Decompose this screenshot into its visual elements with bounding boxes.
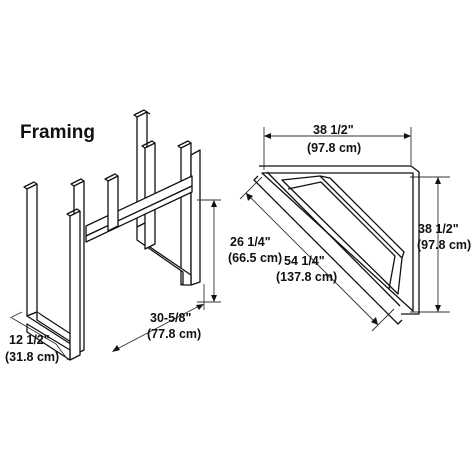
rear-right-stud: [177, 140, 192, 286]
corner-side-metric-label: (97.8 cm): [417, 238, 471, 252]
framing-dimension-lines: [9, 199, 221, 361]
diagram-title: Framing: [20, 122, 95, 143]
left-side-frame: [23, 178, 85, 361]
corner-plan-view: [239, 127, 450, 332]
corner-diagonal-metric-label: (137.8 cm): [276, 270, 337, 284]
front-middle-stud: [104, 173, 119, 232]
corner-top-imperial-label: 38 1/2": [313, 123, 354, 137]
corner-side-imperial-label: 38 1/2": [418, 222, 459, 236]
depth-metric-label: (31.8 cm): [5, 350, 59, 364]
corner-top-metric-label: (97.8 cm): [307, 141, 361, 155]
framing-structure: [23, 109, 201, 361]
depth-imperial-label: 12 1/2": [9, 333, 50, 347]
height-metric-label: (66.5 cm): [228, 251, 282, 265]
rear-post-right-inner: [190, 149, 201, 286]
width-metric-label: (77.8 cm): [147, 327, 201, 341]
height-imperial-label: 26 1/4": [230, 235, 271, 249]
corner-diagonal-imperial-label: 54 1/4": [284, 254, 325, 268]
width-imperial-label: 30-5/8": [150, 311, 191, 325]
